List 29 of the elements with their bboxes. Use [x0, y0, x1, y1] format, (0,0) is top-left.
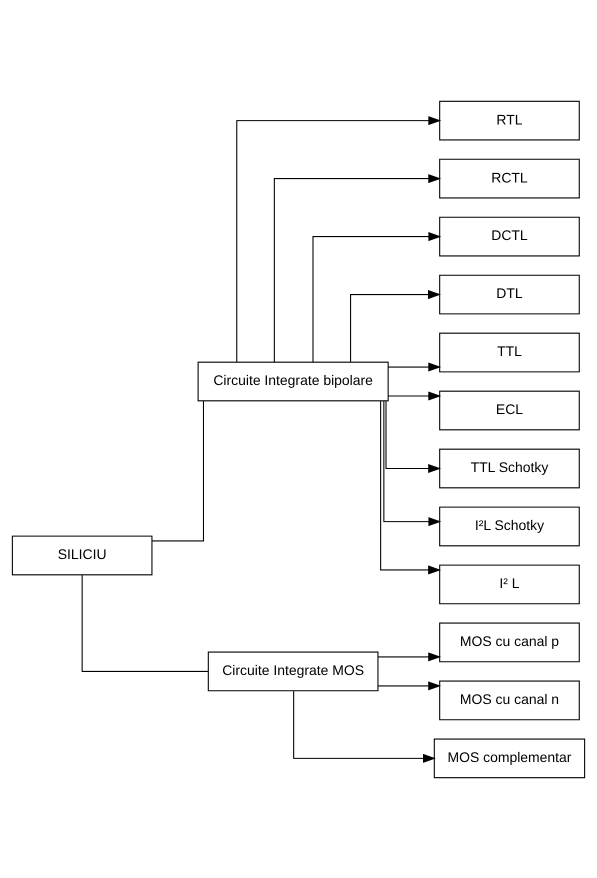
node-box: DTL: [439, 274, 580, 314]
node-box: RTL: [439, 100, 580, 140]
arrow: [378, 652, 442, 661]
arrow: [350, 290, 441, 362]
node-box: TTL: [439, 332, 580, 372]
arrow: [312, 232, 442, 362]
connector: [82, 574, 208, 672]
node-box: ECL: [439, 390, 580, 430]
arrow: [388, 391, 442, 400]
node-box: MOS cu canal p: [439, 622, 580, 662]
node-box: I²L Schotky: [439, 506, 580, 546]
arrow: [388, 362, 442, 372]
node-box: SILICIU: [12, 535, 152, 575]
arrow: [385, 400, 442, 472]
arrow: [380, 400, 442, 574]
arrow: [383, 400, 442, 526]
arrow: [236, 116, 442, 362]
node-box: TTL Schotky: [439, 448, 580, 488]
node-box: Circuite Integrate bipolare: [198, 361, 389, 401]
node-box: DCTL: [439, 216, 580, 256]
node-box: Circuite Integrate MOS: [208, 651, 378, 691]
arrow: [378, 680, 442, 690]
node-box: I² L: [439, 564, 580, 604]
node-box: RCTL: [439, 158, 580, 198]
node-box: MOS cu canal n: [439, 680, 580, 720]
connector: [152, 400, 204, 541]
node-box: MOS complementar: [434, 738, 586, 778]
arrow: [274, 174, 442, 362]
arrow: [293, 690, 436, 762]
